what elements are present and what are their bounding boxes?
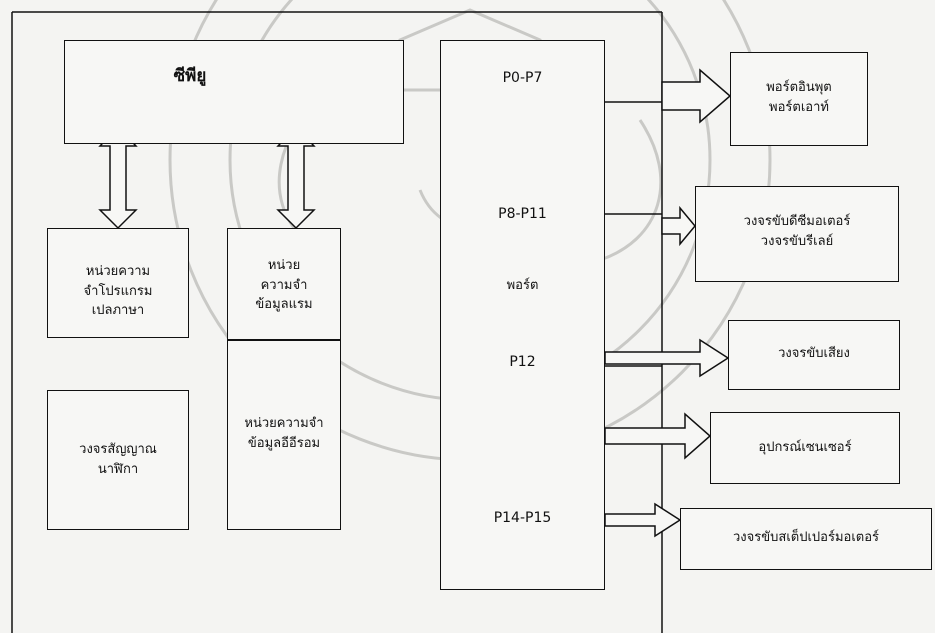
output-arrow-5 (605, 504, 680, 536)
cpu-label: ซีพียู (150, 64, 230, 90)
port-p8-p11-label: P8-P11 (440, 204, 605, 225)
output-label-2: วงจรขับดีซีมอเตอร์ วงจรขับรีเลย์ (695, 212, 899, 251)
port-p0-p7-label: P0-P7 (440, 68, 605, 89)
port-p14-p15-label: P14-P15 (440, 508, 605, 529)
clock-circuit-label: วงจรสัญญาณ นาฬิกา (47, 440, 189, 479)
output-label-4: อุปกรณ์เซนเซอร์ (710, 438, 900, 458)
output-arrow-3 (605, 340, 728, 376)
output-label-1: พอร์ตอินพุต พอร์ตเอาท์ (730, 78, 868, 117)
output-arrow-2 (662, 208, 695, 244)
data-memory-label: หน่วย ความจำ ข้อมูลแรม (227, 256, 341, 315)
output-label-3: วงจรขับเสียง (728, 344, 900, 364)
output-arrow-4 (605, 414, 710, 458)
output-arrow-1 (662, 70, 730, 122)
program-memory-label: หน่วยความ จำโปรแกรม เปลภาษา (47, 262, 189, 321)
port-label: พอร์ต (440, 276, 605, 296)
port-p12-label: P12 (440, 352, 605, 373)
eeprom-memory-label: หน่วยความจำ ข้อมูลอีอีรอม (227, 414, 341, 453)
output-label-5: วงจรขับสเต็ปเปอร์มอเตอร์ (680, 528, 932, 548)
cpu-box (64, 40, 404, 144)
